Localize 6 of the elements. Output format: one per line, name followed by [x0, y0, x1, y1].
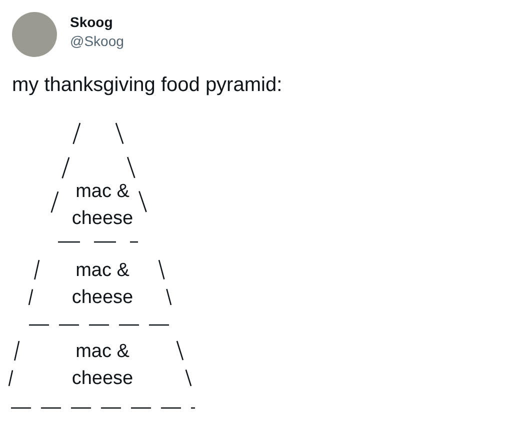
- tweet-text: my thanksgiving food pyramid:: [12, 74, 282, 97]
- user-handle: @Skoog: [70, 33, 124, 49]
- tier-text: mac & cheese: [70, 180, 134, 231]
- tier-text: mac & cheese: [70, 259, 134, 310]
- user-name: Skoog: [70, 14, 113, 30]
- tier-text: mac & cheese: [70, 340, 134, 391]
